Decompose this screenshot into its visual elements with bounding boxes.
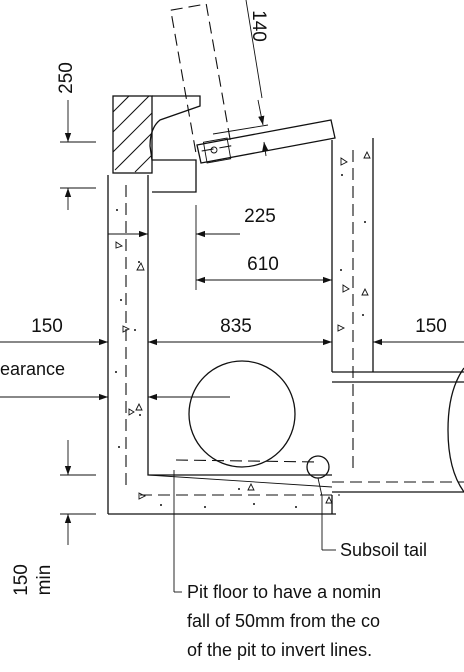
reinforcement-lines <box>125 150 354 496</box>
floor-note-leader <box>173 470 182 593</box>
frame-block <box>112 95 201 193</box>
dim-150-label: 150 <box>11 564 32 596</box>
floor-note-line-1: Pit floor to have a nomin <box>187 582 381 602</box>
dim-225 <box>108 205 240 290</box>
dim-225-label: 225 <box>244 206 276 227</box>
dim-250-label: 250 <box>56 62 77 94</box>
dim-140-label: 140 <box>248 10 269 42</box>
pit-lid <box>170 3 336 164</box>
dim-wall-right-label: 150 <box>415 316 447 337</box>
pit-left-wall <box>107 175 336 515</box>
concrete-texture <box>115 150 371 508</box>
floor-note-line-3: of the pit to invert lines. <box>187 640 372 660</box>
dim-150-min <box>60 440 96 545</box>
dim-min-label: min <box>34 565 55 596</box>
dim-wall-left-label: 150 <box>31 316 63 337</box>
subsoil-pipe <box>306 455 330 497</box>
dim-140 <box>212 0 269 157</box>
pit-floor <box>147 385 333 488</box>
inlet-pipe <box>188 360 296 468</box>
dim-610-label: 610 <box>247 254 279 275</box>
subsoil-tail-label: Subsoil tail <box>340 540 427 560</box>
dim-250 <box>60 100 96 210</box>
pit-right-wall <box>331 138 374 514</box>
dim-internal-width-label: 835 <box>220 316 252 337</box>
subsoil-leader <box>321 496 336 551</box>
clearance-label: earance <box>0 359 65 379</box>
floor-note-line-2: fall of 50mm from the co <box>187 611 380 631</box>
outlet-pipe <box>332 367 464 493</box>
